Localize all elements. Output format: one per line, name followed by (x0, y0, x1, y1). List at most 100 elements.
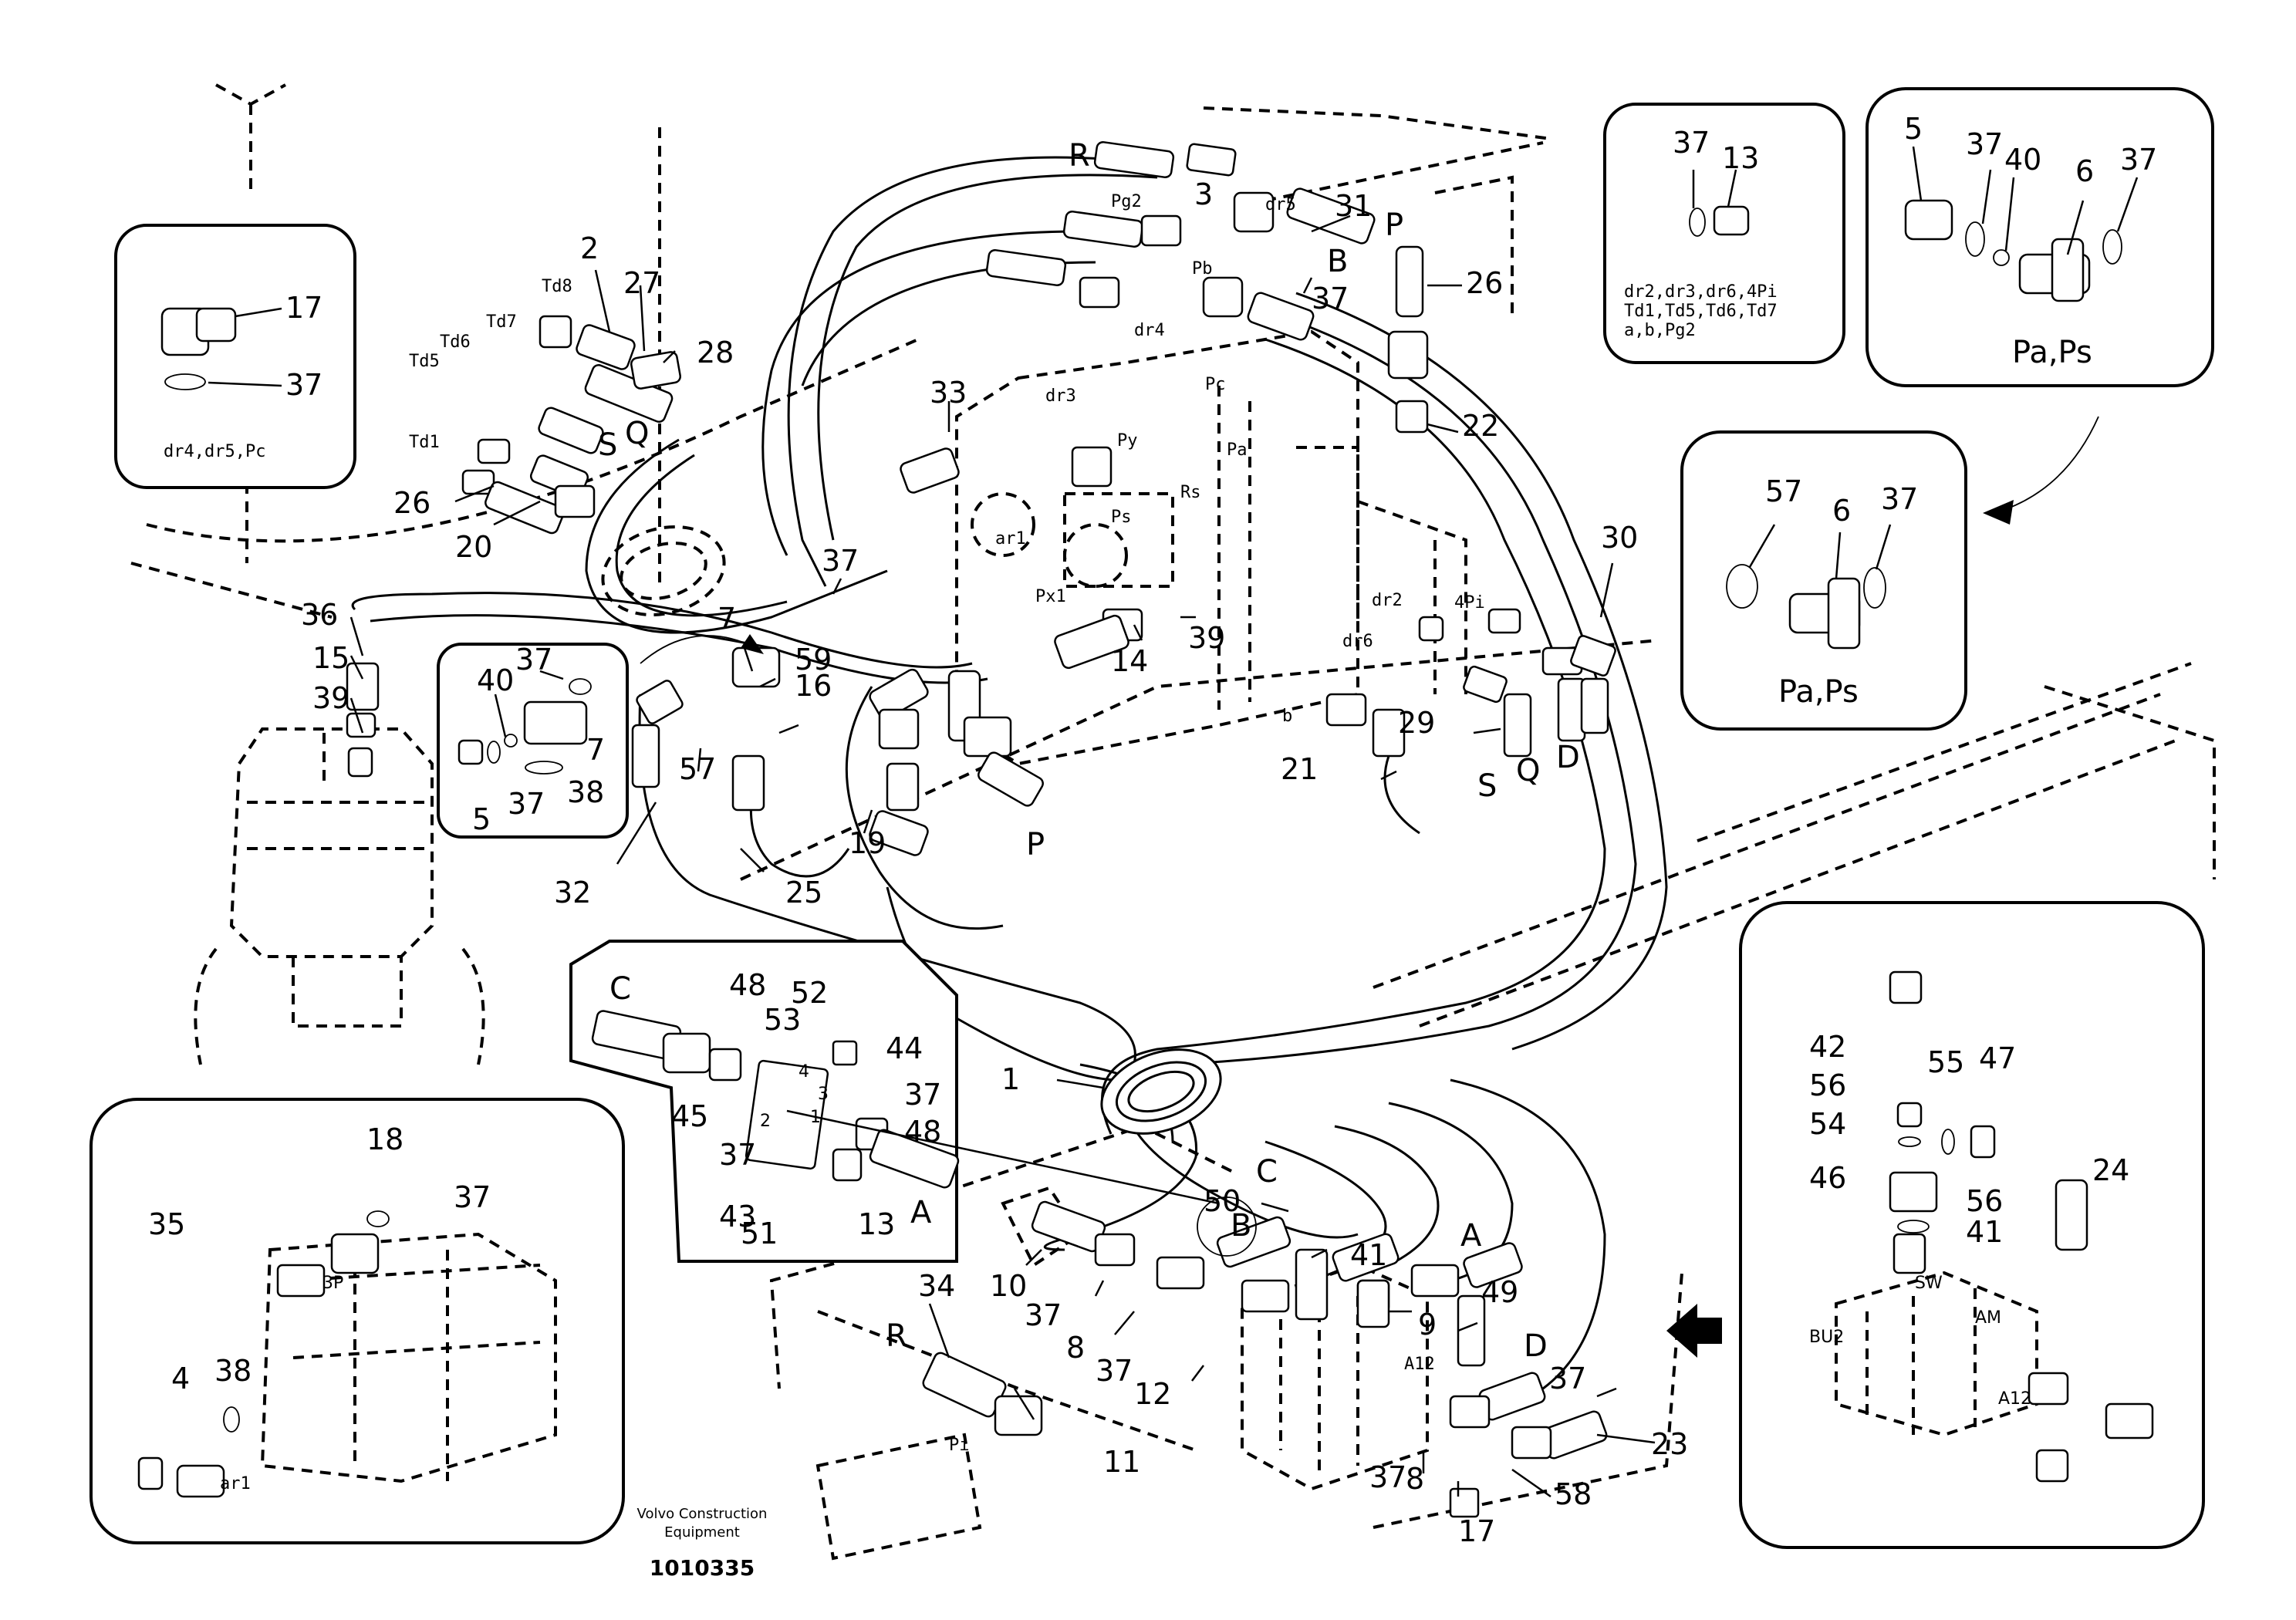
port-code-ar1: ar1 (995, 529, 1026, 548)
inset-br-port-sw: SW (1915, 1274, 1943, 1293)
callout-11: 11 (1103, 1445, 1140, 1479)
inset-center-label-48a: 48 (729, 968, 766, 1002)
inset-center-label-13: 13 (858, 1207, 895, 1241)
callout-58: 58 (1555, 1477, 1592, 1511)
inset-bottom-left: 18 37 35 3P 38 4 ar1 (89, 1098, 625, 1544)
inset-pa-top-caption: Pa,Ps (2012, 335, 2092, 370)
inset-br-label-41: 41 (1966, 1215, 2003, 1249)
inset-center-label-52: 52 (791, 976, 828, 1010)
callout-3: 3 (1194, 177, 1213, 211)
port-letter-r-top: R (1069, 138, 1090, 174)
inset-dr2-caption-1: dr2,dr3,dr6,4Pi (1624, 282, 1778, 302)
port-code-pc: Pc (1205, 375, 1226, 394)
callout-31: 31 (1335, 189, 1372, 223)
port-letter-s-right: S (1477, 768, 1497, 804)
inset-br-label-55: 55 (1927, 1045, 1964, 1079)
inset-br-label-54: 54 (1809, 1107, 1846, 1141)
port-code-dr5: dr5 (1265, 195, 1296, 214)
port-code-td7: Td7 (486, 312, 517, 332)
port-code-b: b (1282, 707, 1292, 726)
inset-7-label-5: 5 (472, 802, 491, 836)
callout-8-b1: 8 (1066, 1331, 1085, 1365)
callout-37-b4: 37 (1369, 1460, 1406, 1494)
port-code-dr2: dr2 (1372, 591, 1403, 610)
inset-br-port-am: AM (1975, 1308, 2001, 1328)
inset-pa-ps-mid: 57 6 37 Pa,Ps (1680, 430, 1967, 731)
callout-37-mid: 37 (822, 544, 859, 578)
inset-7-label-37a: 37 (515, 643, 552, 677)
inset-center-port-2: 2 (760, 1112, 771, 1131)
callout-19: 19 (849, 826, 886, 860)
callout-17: 17 (1458, 1514, 1495, 1548)
port-letter-a: A (1460, 1218, 1482, 1254)
inset-dr4-caption: dr4,dr5,Pc (164, 442, 265, 461)
inset-center-port-3: 3 (818, 1085, 829, 1104)
inset-7-label-7: 7 (586, 733, 605, 767)
fittings-bottom (922, 1200, 1608, 1518)
callout-12: 12 (1134, 1377, 1171, 1411)
port-letter-q-right: Q (1516, 753, 1540, 788)
callout-37-top: 37 (1312, 282, 1349, 316)
inset-center-label-45: 45 (671, 1099, 708, 1133)
inset-center-label-51: 51 (741, 1217, 778, 1250)
port-code-dr3: dr3 (1045, 386, 1076, 406)
main-callout-labels: R B P S Q S Q D P C B A D R 2 27 28 26 2… (301, 138, 1688, 1548)
inset-dr4-label-17: 17 (285, 291, 322, 325)
callout-50: 50 (1204, 1184, 1241, 1218)
port-code-pi: Pi (949, 1436, 970, 1455)
brand-line-1: Volvo Construction (637, 1506, 768, 1522)
drawing-number: 1010335 (650, 1555, 755, 1581)
callout-25: 25 (785, 876, 822, 910)
callout-49: 49 (1481, 1275, 1518, 1309)
inset-center-label-53: 53 (764, 1003, 801, 1037)
inset-br-label-42: 42 (1809, 1030, 1846, 1064)
inset-7-label-40: 40 (477, 663, 514, 697)
inset-center-port-c: C (609, 971, 631, 1007)
port-code-px1: Px1 (1035, 587, 1066, 606)
callout-37-b3: 37 (1549, 1362, 1586, 1396)
inset-pa-top-label-5: 5 (1904, 112, 1923, 146)
port-code-td6: Td6 (440, 332, 471, 352)
port-code-rs: Rs (1180, 483, 1201, 502)
callout-32: 32 (554, 876, 591, 910)
inset-br-port-a12: A12 (1998, 1389, 2031, 1409)
inset-pa-top-label-37b: 37 (2120, 143, 2157, 177)
inset-7-label-38: 38 (567, 775, 604, 809)
callout-8-b2: 8 (1406, 1462, 1424, 1496)
callout-1: 1 (1001, 1062, 1020, 1096)
inset-bottom-right: 42 56 55 47 54 46 56 41 24 SW AM BU2 A12 (1739, 901, 2205, 1549)
callout-39-mid: 39 (1188, 621, 1225, 655)
main-control-valve (955, 329, 1467, 766)
callout-27: 27 (623, 266, 660, 300)
inset-pa-top-label-37a: 37 (1966, 127, 2003, 161)
direction-arrows (640, 416, 2099, 1358)
port-letter-p-mid: P (1026, 827, 1045, 862)
inset-pa-mid-label-57: 57 (1765, 474, 1802, 508)
port-letter-d-right: D (1556, 740, 1580, 775)
inset-dr2-caption-3: a,b,Pg2 (1624, 321, 1696, 340)
port-code-4pi: 4Pi (1454, 593, 1485, 613)
port-code-pb: Pb (1192, 259, 1213, 278)
inset-br-label-46: 46 (1809, 1161, 1846, 1195)
pump-assembly (194, 727, 485, 1065)
inset-dr4-dr5-pc: 17 37 dr4,dr5,Pc (114, 224, 356, 489)
port-letter-d-bottom: D (1524, 1328, 1548, 1364)
callout-9: 9 (1418, 1308, 1437, 1342)
callout-36: 36 (301, 598, 338, 632)
inset-center-port-a: A (910, 1195, 932, 1230)
inset-pa-mid-label-6: 6 (1832, 494, 1851, 528)
callout-30: 30 (1601, 521, 1638, 555)
inset-center-port-1: 1 (810, 1108, 821, 1127)
port-code-labels: Td8 Td7 Td6 Td5 Td1 Pg2 dr5 Pb dr4 Pc dr… (409, 192, 1485, 1455)
inset-bl-port-3p: 3P (322, 1274, 343, 1293)
inset-center-label-48b: 48 (904, 1115, 941, 1149)
port-code-td5: Td5 (409, 352, 440, 371)
callout-37-b1: 37 (1025, 1298, 1062, 1332)
port-code-pg2: Pg2 (1111, 192, 1142, 211)
callout-15: 15 (312, 641, 349, 675)
inset-center-label-37a: 37 (904, 1078, 941, 1112)
callout-23: 23 (1651, 1427, 1688, 1461)
callout-34: 34 (918, 1269, 955, 1303)
callout-20: 20 (455, 530, 492, 564)
